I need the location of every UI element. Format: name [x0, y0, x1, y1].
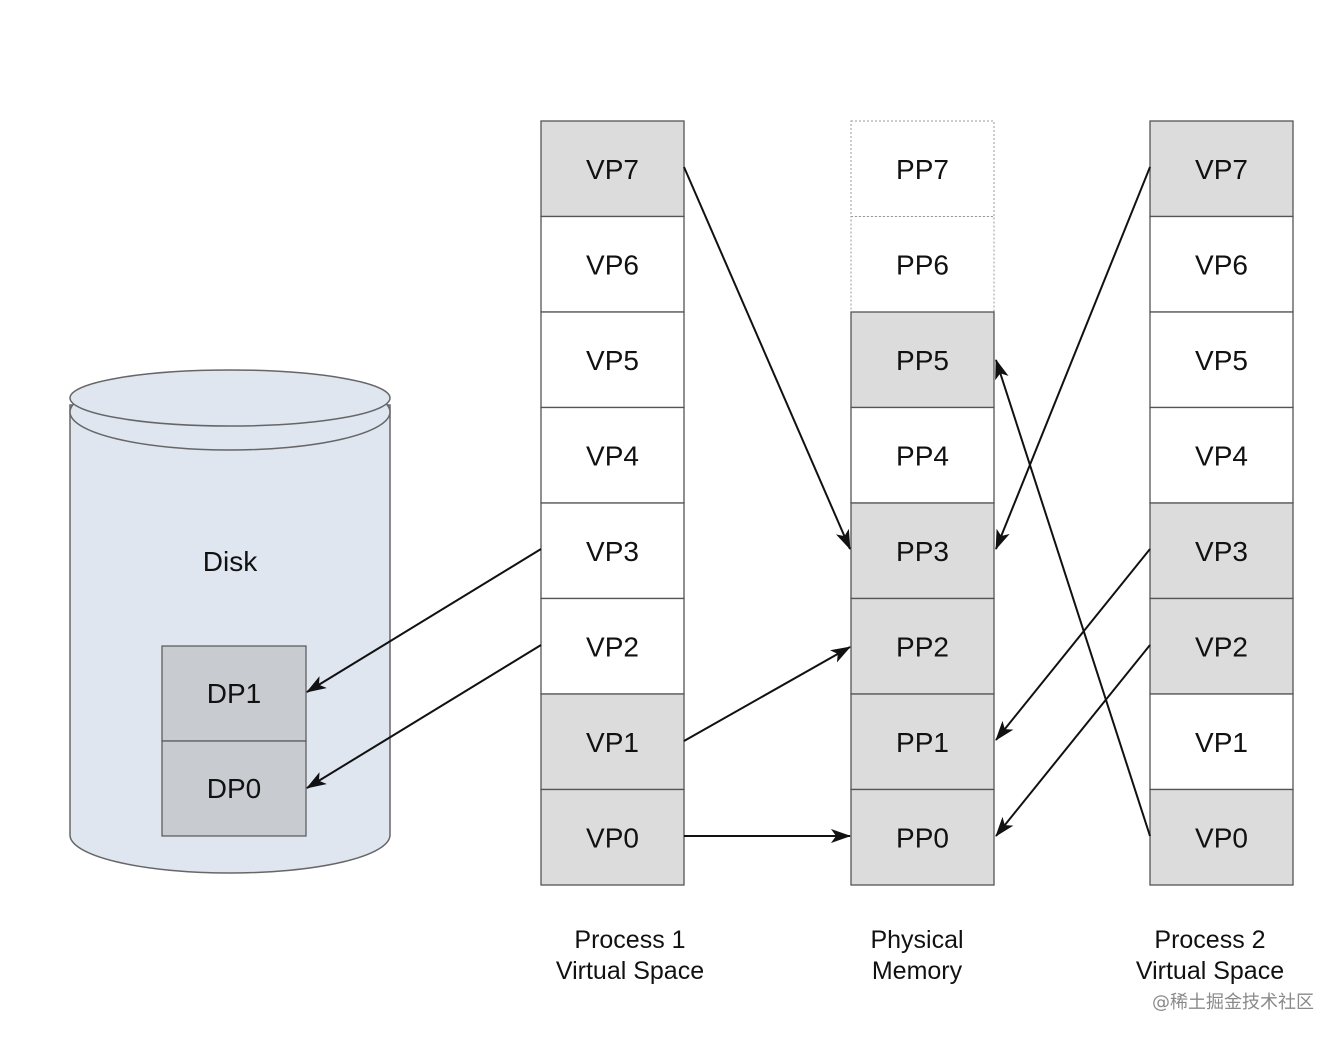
arrow-p2-vp2-to-pp0: [995, 644, 1151, 837]
disk-page-dp1: [161, 645, 307, 742]
physical-cell-label: PP5: [896, 345, 949, 376]
arrow-p2-vp3-to-pp1: [995, 548, 1151, 741]
physical-cell-label: PP7: [896, 154, 949, 185]
process1-cell-vp4: [540, 406, 685, 504]
physical-cell-label: PP4: [896, 440, 949, 471]
process2-cell-label: VP0: [1195, 822, 1248, 853]
arrow-p2-vp7-to-pp3: [995, 166, 1151, 550]
process1-cell-label: VP0: [586, 822, 639, 853]
arrow-p1-vp1-to-pp2: [683, 646, 851, 742]
mapping-arrows: [306, 166, 1151, 843]
caption-process1-line1: Process 1: [574, 926, 685, 954]
physical-cell-label: PP1: [896, 727, 949, 758]
process2-cell-label: VP7: [1195, 154, 1248, 185]
physical-cell-label: PP2: [896, 631, 949, 662]
disk-page-label: DP0: [207, 773, 261, 804]
process2-cell-label: VP3: [1195, 536, 1248, 567]
physical-cell-label: PP0: [896, 822, 949, 853]
process1-cell-vp1: [540, 693, 685, 791]
process2-cell-vp6: [1149, 215, 1294, 313]
watermark: @稀土掘金技术社区: [1152, 992, 1314, 1013]
process1-cell-label: VP7: [586, 154, 639, 185]
caption-process2-line2: Virtual Space: [1136, 957, 1284, 985]
disk-label: Disk: [203, 546, 258, 577]
captions: Process 1 Virtual Space Physical Memory …: [556, 926, 1284, 985]
caption-process1-line2: Virtual Space: [556, 957, 704, 985]
arrow-p1-vp7-to-pp3: [683, 166, 851, 550]
process2-cell-vp1: [1149, 693, 1294, 791]
process2-cell-label: VP5: [1195, 345, 1248, 376]
disk-body: [69, 404, 391, 874]
process2-cell-label: VP4: [1195, 440, 1248, 471]
physical-cell-pp4: [850, 406, 995, 504]
arrow-p1-vp3-to-dp1: [306, 548, 542, 693]
process1-cell-label: VP2: [586, 631, 639, 662]
process1-cell-vp2: [540, 597, 685, 695]
process2-cell-label: VP6: [1195, 249, 1248, 280]
disk-page-dp0: [161, 740, 307, 837]
process1-cell-label: VP6: [586, 249, 639, 280]
process2-cell-label: VP1: [1195, 727, 1248, 758]
process1-cell-label: VP5: [586, 345, 639, 376]
process1-cell-vp7: [540, 120, 685, 218]
process2-cell-vp7: [1149, 120, 1294, 218]
caption-physical-line1: Physical: [870, 926, 963, 954]
process2-cell-vp0: [1149, 788, 1294, 886]
physical-cell-pp2: [850, 597, 995, 695]
process1-cell-label: VP4: [586, 440, 639, 471]
physical-cell-label: PP6: [896, 249, 949, 280]
disk-page-label: DP1: [207, 678, 261, 709]
process2-cell-vp5: [1149, 311, 1294, 409]
physical-cell-pp7: [850, 120, 995, 217]
process1-cell-vp3: [540, 502, 685, 600]
process2-cell-vp2: [1149, 597, 1294, 695]
physical-cell-pp1: [850, 693, 995, 791]
process1-cell-label: VP3: [586, 536, 639, 567]
disk: Disk DP1 DP0: [69, 369, 391, 874]
process1-cell-vp5: [540, 311, 685, 409]
process2-cell-vp4: [1149, 406, 1294, 504]
arrow-p1-vp2-to-dp0: [306, 644, 542, 789]
physical-cell-pp5: [850, 311, 995, 409]
physical-cell-label: PP3: [896, 536, 949, 567]
process2-cell-label: VP2: [1195, 631, 1248, 662]
physical-cell-pp3: [850, 502, 995, 600]
disk-lid: [69, 369, 391, 427]
caption-process2-line1: Process 2: [1154, 926, 1265, 954]
process2-cell-vp3: [1149, 502, 1294, 600]
process1-cell-label: VP1: [586, 727, 639, 758]
physical-cell-pp0: [850, 788, 995, 886]
caption-physical-line2: Memory: [872, 957, 963, 985]
process1-cell-vp0: [540, 788, 685, 886]
arrow-p2-vp0-to-pp5: [995, 359, 1151, 837]
